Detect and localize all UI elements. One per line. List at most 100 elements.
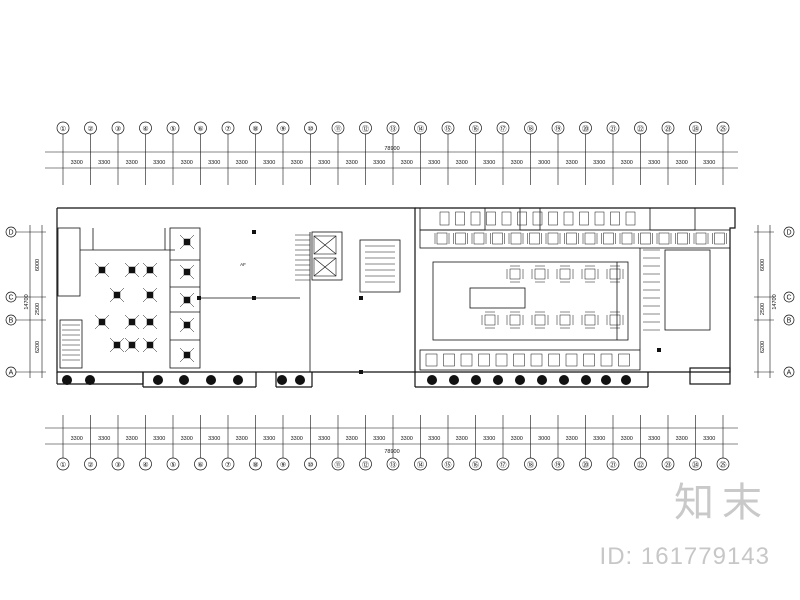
chair bbox=[94, 314, 110, 330]
planter bbox=[537, 375, 547, 385]
grid-bubble-top-3 bbox=[111, 121, 125, 135]
grid-number-top-17: ⑰ bbox=[500, 125, 507, 133]
grid-bubble-bottom-11 bbox=[331, 457, 345, 471]
planter bbox=[179, 375, 189, 385]
chair bbox=[142, 262, 158, 278]
grid-bubble-top-22 bbox=[634, 121, 647, 135]
chair bbox=[179, 292, 195, 308]
service-fixture bbox=[594, 211, 605, 226]
planter bbox=[449, 375, 459, 385]
planters bbox=[62, 375, 631, 385]
bottom-dimension-ticks bbox=[62, 415, 724, 458]
service-fixture bbox=[610, 211, 620, 226]
bay-dimension-bottom: 3300 bbox=[676, 436, 688, 442]
grid-number-bottom-13: ⑬ bbox=[390, 461, 397, 469]
chair bbox=[124, 337, 140, 353]
left-total-dimension: 14700 bbox=[24, 294, 30, 309]
grid-number-top-3: ③ bbox=[115, 125, 121, 133]
grid-bubble-bottom-7 bbox=[221, 457, 235, 471]
booth-table bbox=[529, 232, 540, 245]
planter bbox=[471, 375, 481, 385]
service-fixture bbox=[625, 211, 636, 226]
grid-bubble-top-14 bbox=[414, 121, 427, 135]
bay-dimension-bottom: 3300 bbox=[593, 436, 605, 442]
booth-row-top bbox=[434, 211, 727, 245]
grid-bubble-bottom-23 bbox=[661, 457, 675, 471]
service-fixture bbox=[470, 211, 481, 226]
planter bbox=[153, 375, 163, 385]
grid-bubble-top-6 bbox=[194, 121, 207, 135]
grid-number-bottom-4: ④ bbox=[142, 461, 148, 469]
grid-number-top-13: ⑬ bbox=[390, 125, 397, 133]
grid-number-top-6: ⑥ bbox=[197, 125, 203, 133]
service-fixture bbox=[517, 211, 527, 226]
grid-bubble-top-17 bbox=[496, 121, 510, 135]
booth-table bbox=[658, 232, 670, 245]
bay-dimension-bottom: 3300 bbox=[703, 436, 715, 442]
grid-bubble-bottom-5 bbox=[166, 457, 180, 471]
booth-table bbox=[530, 353, 543, 367]
bay-dimension-bottom: 3300 bbox=[511, 436, 523, 442]
grid-number-bottom-3: ③ bbox=[115, 461, 121, 469]
service-fixture bbox=[532, 211, 543, 226]
booth-table bbox=[621, 232, 633, 245]
booth-table bbox=[495, 353, 508, 367]
chair bbox=[124, 262, 140, 278]
booth-table bbox=[714, 232, 725, 245]
dining-table bbox=[534, 314, 546, 326]
dining-table bbox=[534, 268, 546, 280]
grid-number-bottom-16: ⑯ bbox=[472, 461, 479, 469]
grid-bubble-bottom-15 bbox=[441, 457, 455, 471]
bay-dimension-bottom: 3300 bbox=[346, 436, 358, 442]
grid-number-bottom-6: ⑥ bbox=[197, 461, 203, 469]
dining-table bbox=[509, 268, 521, 280]
grid-number-top-16: ⑯ bbox=[472, 125, 479, 133]
left-row-bubble-leaders bbox=[16, 231, 26, 373]
booth-row-bottom bbox=[425, 353, 630, 367]
grid-bubble-bottom-9 bbox=[276, 457, 290, 471]
chair bbox=[179, 264, 195, 280]
bay-dimension-top: 3300 bbox=[71, 160, 83, 166]
bay-dimension-bottom: 3300 bbox=[318, 436, 330, 442]
grid-bubble-top-19 bbox=[551, 121, 565, 135]
dining-hall-walls bbox=[419, 207, 731, 371]
grid-number-top-7: ⑦ bbox=[225, 125, 231, 133]
right-dimension-lines bbox=[754, 225, 774, 378]
grid-number-top-15: ⑮ bbox=[445, 125, 452, 133]
grid-number-bottom-11: ⑪ bbox=[335, 461, 342, 469]
chair bbox=[179, 347, 195, 363]
row-label-b-left: B bbox=[9, 318, 14, 325]
grid-bubble-bottom-20 bbox=[579, 457, 592, 471]
elevators bbox=[313, 235, 337, 277]
grid-number-top-22: ㉒ bbox=[637, 125, 644, 133]
bay-dimension-top: 3300 bbox=[428, 160, 440, 166]
stairs bbox=[62, 234, 660, 361]
grid-number-top-5: ⑤ bbox=[170, 125, 176, 133]
bay-dimension-top: 3300 bbox=[483, 160, 495, 166]
grid-bubble-bottom-22 bbox=[634, 457, 647, 471]
grid-bubble-top-21 bbox=[606, 121, 620, 135]
booth-table bbox=[455, 232, 466, 245]
structural-columns bbox=[197, 230, 661, 374]
grid-bubble-bottom-21 bbox=[606, 457, 620, 471]
planter bbox=[85, 375, 95, 385]
grid-number-bottom-10: ⑩ bbox=[307, 461, 313, 469]
bay-dimension-top: 3300 bbox=[511, 160, 523, 166]
service-fixture bbox=[579, 211, 589, 226]
booth-table bbox=[618, 353, 630, 367]
grid-bubble-top-24 bbox=[689, 121, 702, 135]
building-outline bbox=[56, 207, 736, 388]
row-label-c-right: C bbox=[786, 295, 791, 302]
booth-table bbox=[547, 232, 559, 245]
grid-bubble-top-9 bbox=[276, 121, 290, 135]
booth-table bbox=[478, 353, 490, 367]
row-label-d-left: D bbox=[8, 230, 13, 237]
grid-bubble-top-8 bbox=[249, 121, 262, 135]
dining-table bbox=[584, 268, 596, 280]
bay-dimension-bottom: 3300 bbox=[621, 436, 633, 442]
cafe-dining-tables bbox=[94, 234, 195, 363]
bay-dimension-bottom: 3300 bbox=[401, 436, 413, 442]
row-label-a-left: A bbox=[9, 370, 14, 377]
bay-dimension-bottom: 3300 bbox=[291, 436, 303, 442]
grid-number-top-25: ㉕ bbox=[720, 125, 727, 133]
